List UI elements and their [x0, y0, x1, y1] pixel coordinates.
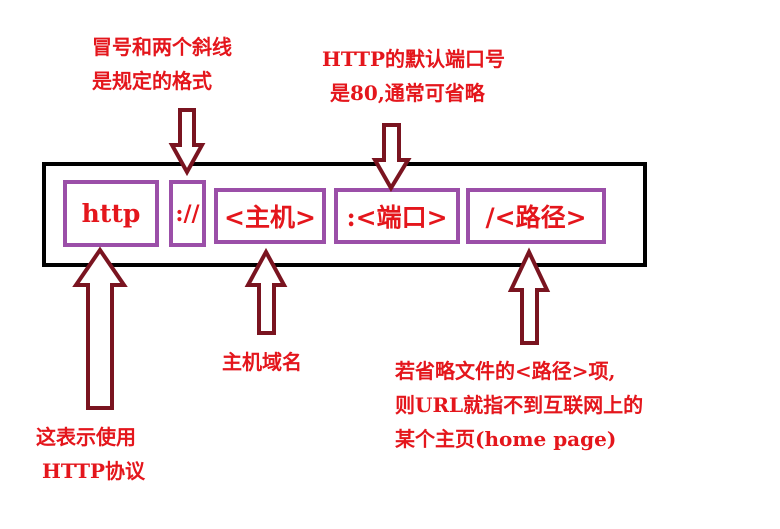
port-box: :<端口> [334, 188, 460, 244]
path-box: /<路径> [466, 188, 606, 244]
separator-box: :// [169, 180, 206, 247]
port-annotation: HTTP的默认端口号 是80,通常可省略 [322, 42, 505, 110]
down-arrow-icon [168, 108, 206, 177]
annotation-line: 是80,通常可省略 [330, 81, 485, 105]
scheme-box: http [63, 180, 159, 247]
annotation-line: 是规定的格式 [92, 69, 212, 93]
annotation-line: 某个主页(home page) [395, 427, 617, 451]
up-arrow-icon [507, 247, 551, 345]
annotation-line: HTTP协议 [42, 459, 145, 483]
separator-label: :// [175, 200, 200, 227]
annotation-line: HTTP的默认端口号 [322, 47, 505, 71]
down-arrow-icon [371, 123, 412, 192]
path-label: /<路径> [485, 203, 587, 232]
host-annotation: 主机域名 [222, 345, 302, 379]
annotation-line: 这表示使用 [36, 425, 136, 449]
annotation-line: 冒号和两个斜线 [92, 35, 232, 59]
url-frame [42, 162, 647, 267]
annotation-line: 主机域名 [222, 350, 302, 374]
port-label: :<端口> [346, 203, 448, 232]
up-arrow-icon [72, 246, 128, 410]
host-label: <主机> [224, 203, 316, 232]
annotation-line: 若省略文件的<路径>项, [395, 359, 616, 383]
scheme-annotation: 这表示使用 HTTP协议 [36, 420, 145, 488]
path-annotation: 若省略文件的<路径>项, 则URL就指不到互联网上的 某个主页(home pag… [395, 354, 643, 456]
scheme-label: http [81, 199, 141, 228]
separator-annotation: 冒号和两个斜线 是规定的格式 [92, 30, 232, 98]
up-arrow-icon [244, 247, 288, 335]
annotation-line: 则URL就指不到互联网上的 [395, 393, 644, 417]
host-box: <主机> [214, 188, 326, 244]
